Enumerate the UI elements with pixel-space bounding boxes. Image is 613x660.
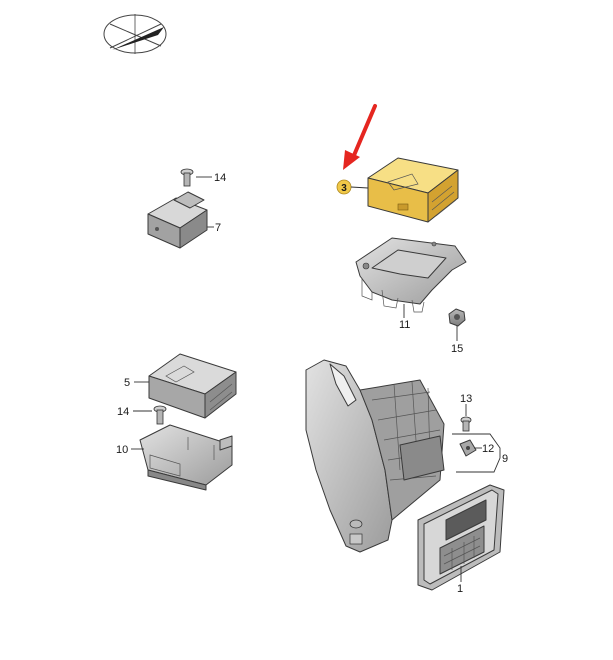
clip-12[interactable] — [459, 439, 477, 457]
part-number-15: 15 — [451, 343, 463, 355]
part-number-14-lower: 14 — [117, 406, 129, 418]
control-unit-3[interactable] — [367, 157, 459, 223]
nut-15[interactable] — [448, 308, 466, 327]
bracket-10[interactable] — [139, 424, 233, 491]
part-number-12: 12 — [482, 443, 494, 455]
control-unit-5[interactable] — [148, 353, 237, 419]
electronics-box-housing — [305, 359, 445, 553]
part-number-14-upper: 14 — [214, 172, 226, 184]
bracket-11[interactable] — [355, 237, 467, 313]
part-number-7: 7 — [215, 222, 221, 234]
control-unit-1[interactable] — [417, 484, 505, 591]
part-number-3: 3 — [341, 183, 347, 194]
module-7[interactable] — [147, 191, 208, 249]
part-number-10: 10 — [116, 444, 128, 456]
part-number-11: 11 — [399, 319, 410, 331]
screw-13[interactable] — [460, 416, 472, 432]
part-number-9: 9 — [502, 453, 508, 465]
part-number-5: 5 — [124, 377, 130, 389]
leader-lines — [131, 176, 501, 582]
part-label-3: 3 — [336, 179, 369, 195]
part-number-13: 13 — [460, 393, 472, 405]
part-number-1: 1 — [457, 583, 463, 595]
compass-logo-icon — [103, 14, 167, 54]
screw-14-upper[interactable] — [180, 168, 194, 187]
screw-14-lower[interactable] — [153, 405, 167, 425]
indicator-arrow-icon — [343, 104, 377, 170]
